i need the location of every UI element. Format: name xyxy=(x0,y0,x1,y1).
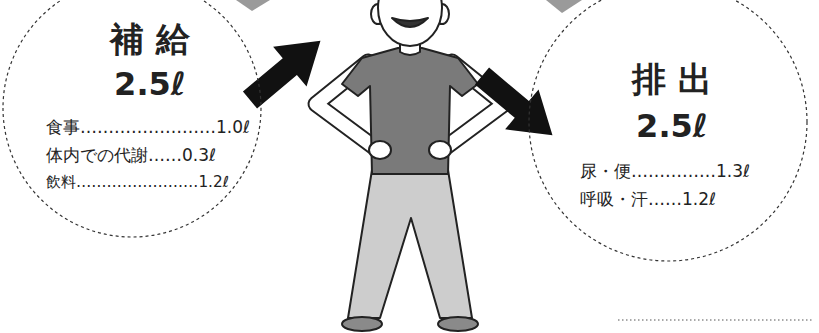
breakdown-row: 飲料……………………1.2ℓ xyxy=(46,174,229,192)
dashed-circle: 排 出 2.5ℓ 尿・便……………1.3ℓ 呼吸・汗……1.2ℓ xyxy=(528,0,808,262)
arrow-tip xyxy=(236,0,270,11)
heading: 補 給 xyxy=(110,20,190,59)
dotted-rule xyxy=(618,319,812,320)
breakdown-row: 尿・便……………1.3ℓ xyxy=(580,162,750,182)
intake-arrow xyxy=(233,21,337,120)
arrow-tip xyxy=(546,0,582,13)
total-amount: 2.5ℓ xyxy=(636,108,708,145)
heading: 排 出 xyxy=(632,60,712,99)
breakdown-row: 呼吸・汗……1.2ℓ xyxy=(580,190,716,210)
total-amount: 2.5ℓ xyxy=(114,66,186,103)
dashed-border xyxy=(3,0,261,237)
dashed-circle: 補 給 2.5ℓ 食事……………………1.0ℓ 体内での代謝……0.3ℓ 飲料……………… xyxy=(2,0,262,238)
breakdown-row: 体内での代謝……0.3ℓ xyxy=(46,146,216,166)
breakdown-row: 食事……………………1.0ℓ xyxy=(46,118,250,138)
person-figure xyxy=(316,0,504,331)
dashed-border xyxy=(529,0,807,261)
output-arrow xyxy=(465,56,569,155)
